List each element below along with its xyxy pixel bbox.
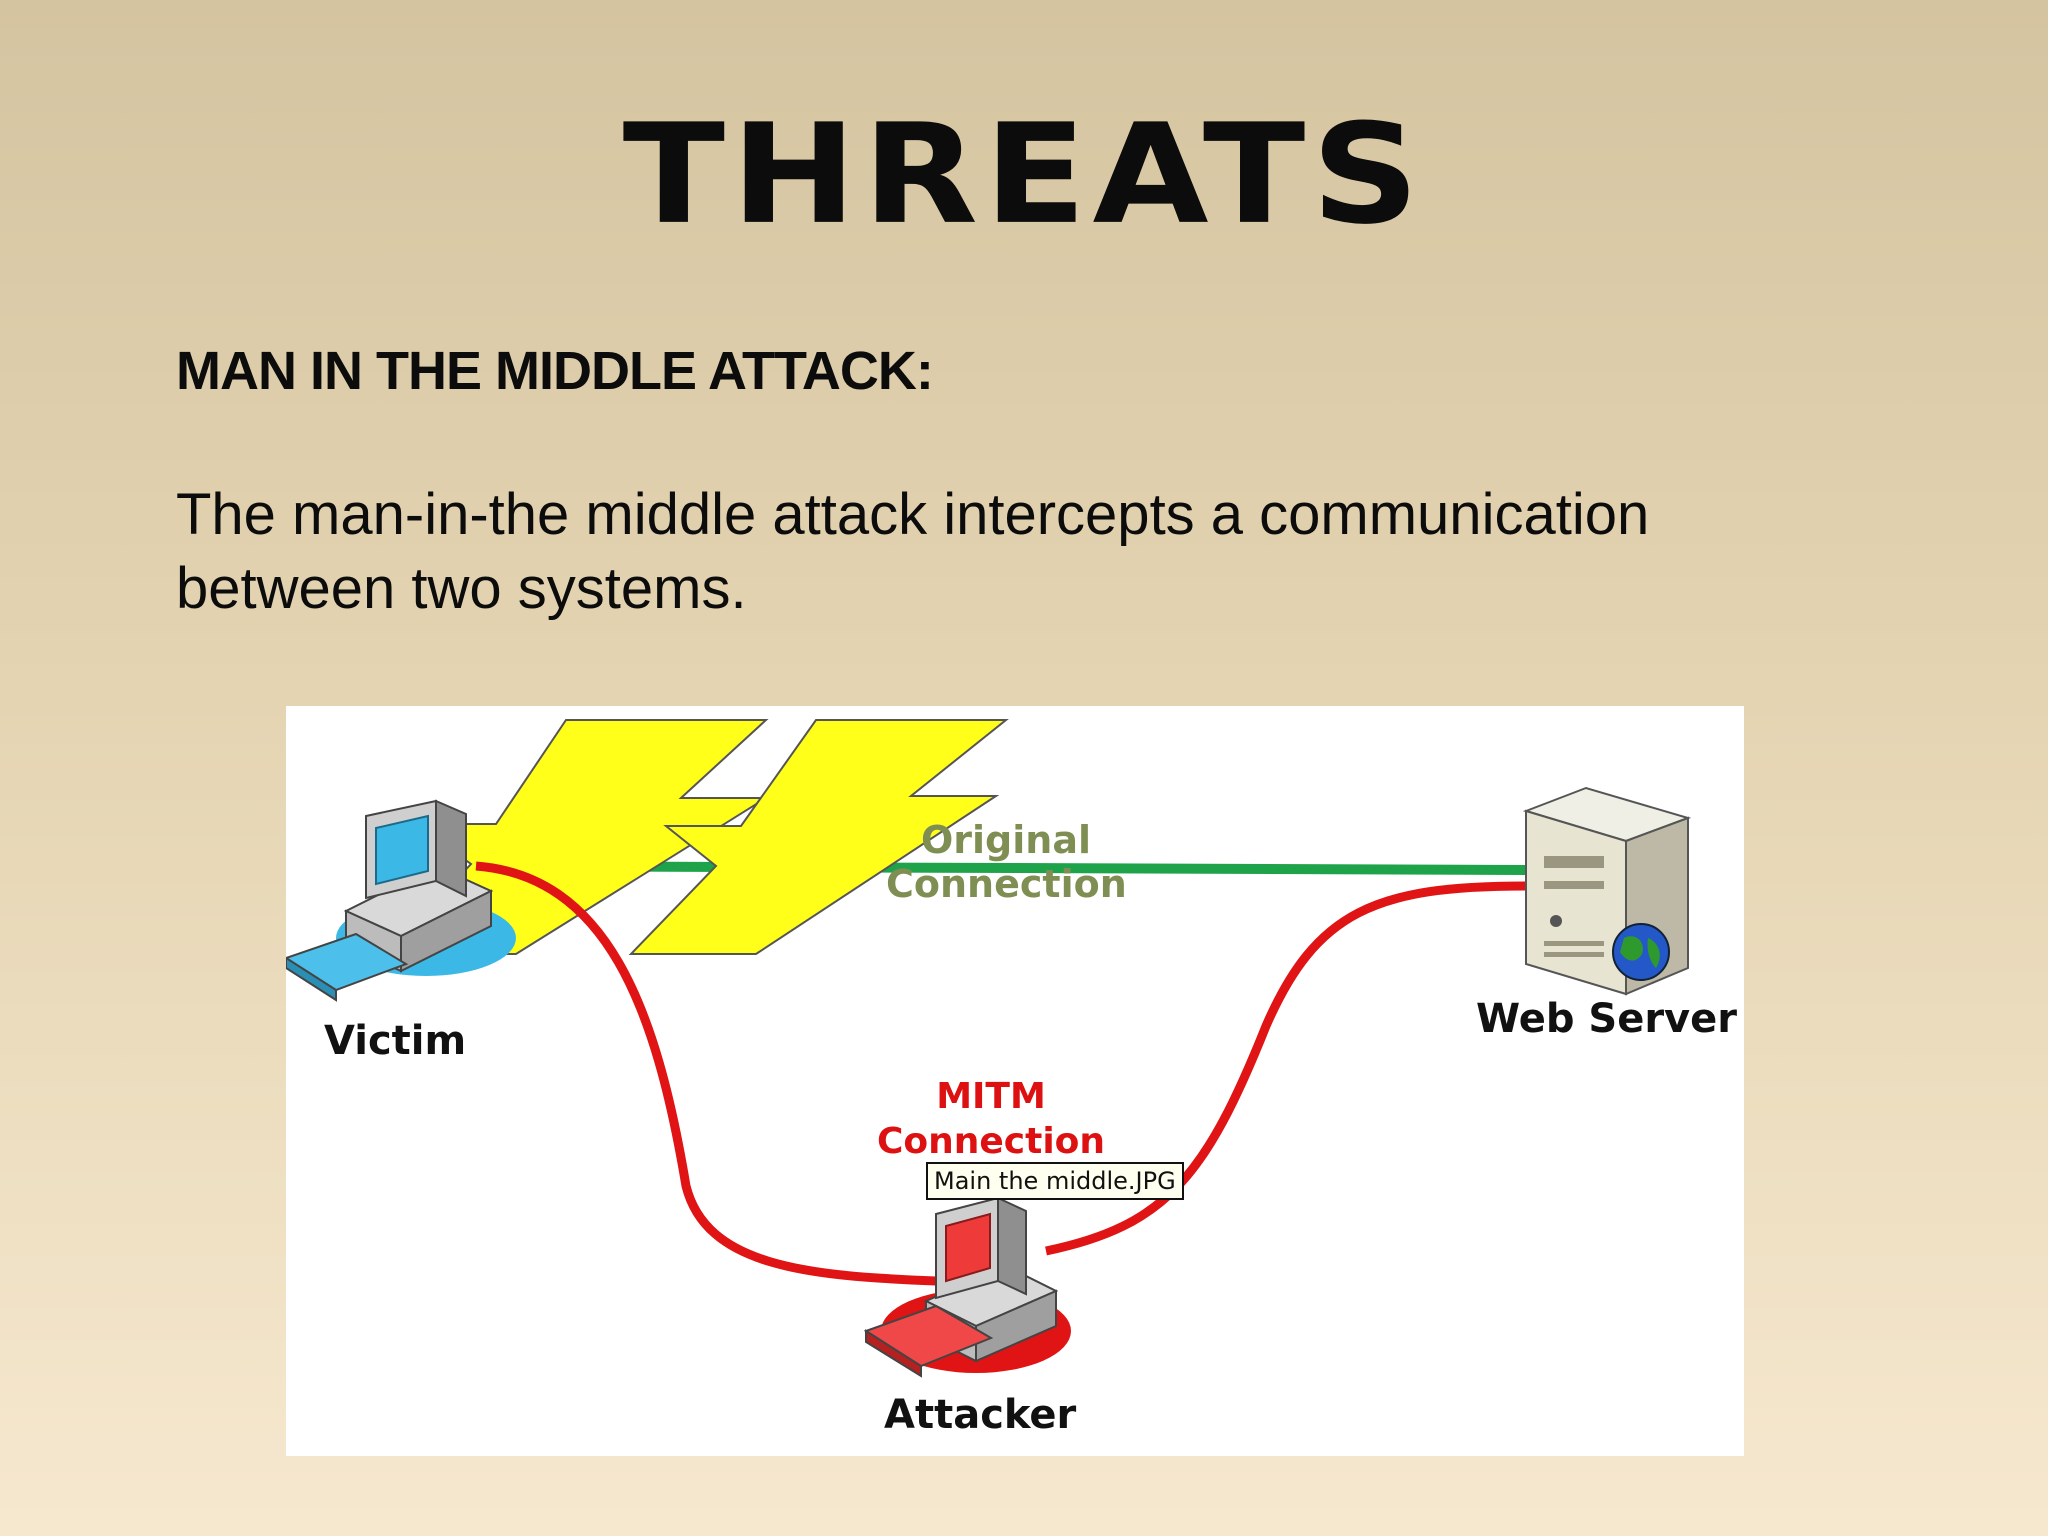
mitm-path-victim-attacker — [475, 861, 937, 1286]
mitm-connection-label-line2: Connection — [876, 1121, 1106, 1162]
web-server-label: Web Server — [1476, 996, 1737, 1042]
mitm-connection-label-line1: MITM — [936, 1076, 1046, 1117]
original-connection-label-line1: Original — [920, 818, 1092, 862]
diagram-canvas — [286, 719, 1692, 1378]
image-filename-tooltip: Main the middle.JPG — [926, 1162, 1184, 1200]
mitm-path-attacker-server — [1045, 881, 1527, 1256]
description-text: The man-in-the middle attack intercepts … — [176, 482, 1650, 621]
mitm-diagram: Original Connection MITM Connection Main… — [286, 706, 1744, 1456]
section-heading: MAN IN THE MIDDLE ATTACK: — [176, 341, 934, 401]
original-connection-label: Original Connection — [886, 818, 1127, 906]
victim-label: Victim — [324, 1018, 467, 1064]
original-connection-label-line2: Connection — [886, 862, 1127, 906]
web-server-icon — [1522, 786, 1692, 996]
attacker-computer-icon — [863, 1196, 1071, 1378]
mitm-connection-label: MITM Connection — [856, 1074, 1126, 1164]
slide-title: THREATS — [622, 94, 1426, 256]
attacker-label: Attacker — [884, 1392, 1077, 1438]
lightning-bolt-right-icon — [628, 719, 1009, 955]
victim-computer-icon — [286, 799, 516, 1002]
